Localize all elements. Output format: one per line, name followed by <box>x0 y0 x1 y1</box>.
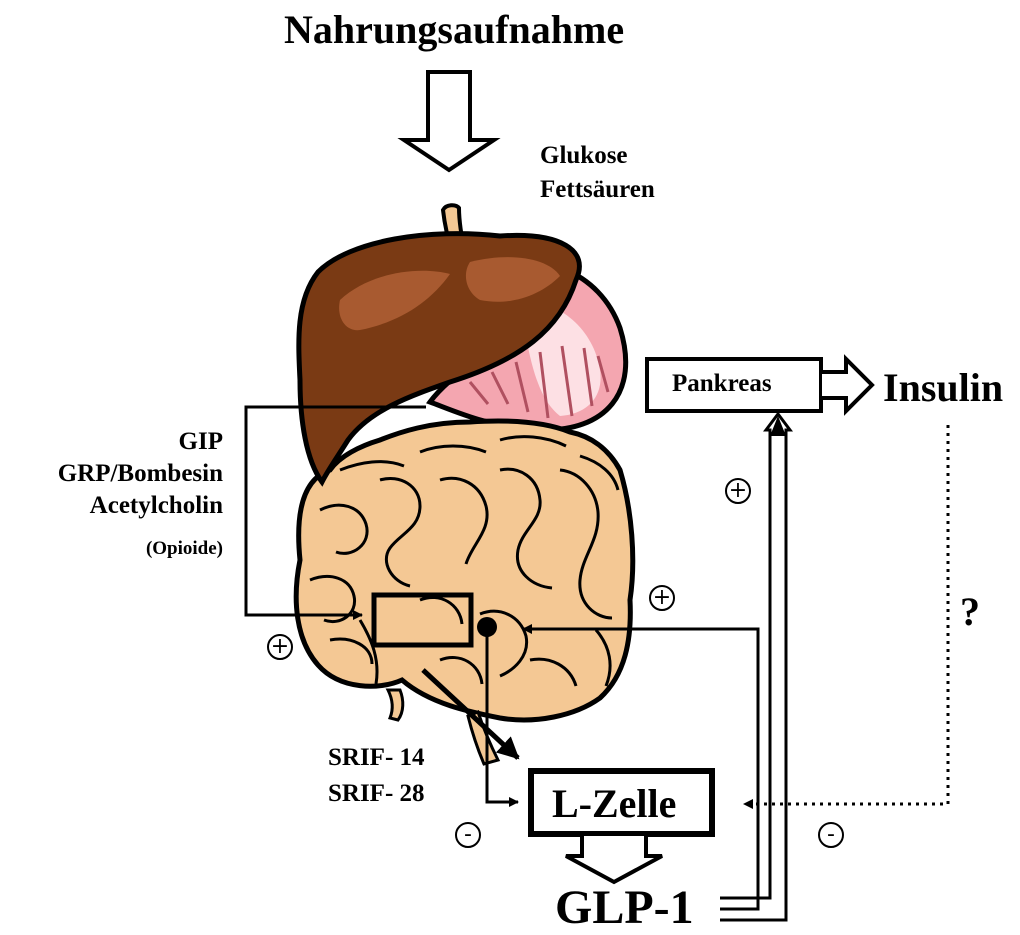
pankreas-label: Pankreas <box>672 370 772 398</box>
lzelle-label: L-Zelle <box>552 780 676 827</box>
minus-sign-srif: - <box>455 822 481 848</box>
nutrient-glukose: Glukose <box>540 142 628 170</box>
stimulator-gip: GIP <box>179 428 223 456</box>
minus-sign-insulin: - <box>818 822 844 848</box>
plus-sign-glp1-dot: + <box>649 585 675 611</box>
title-nahrungsaufnahme: Nahrungsaufnahme <box>284 6 624 53</box>
lzelle-glp1-arrow <box>566 836 662 882</box>
question-mark: ? <box>960 588 980 635</box>
srif-14-label: SRIF- 14 <box>328 744 425 772</box>
intake-arrow <box>404 72 494 170</box>
glp1-label: GLP-1 <box>555 880 694 935</box>
srif-28-label: SRIF- 28 <box>328 780 425 808</box>
pankreas-insulin-arrow <box>822 359 872 411</box>
stimulator-opioide: (Opioide) <box>146 538 223 560</box>
plus-sign-glp1-pankreas: + <box>725 478 751 504</box>
stimulator-acetylcholin: Acetylcholin <box>90 492 223 520</box>
glp1-to-pankreas-line <box>720 538 770 898</box>
stimulator-grp-bombesin: GRP/Bombesin <box>58 460 223 488</box>
plus-sign-stimulators: + <box>267 634 293 660</box>
insulin-feedback-dotted <box>744 425 948 804</box>
nutrient-fettsaeuren: Fettsäuren <box>540 176 655 204</box>
insulin-label: Insulin <box>883 364 1003 411</box>
